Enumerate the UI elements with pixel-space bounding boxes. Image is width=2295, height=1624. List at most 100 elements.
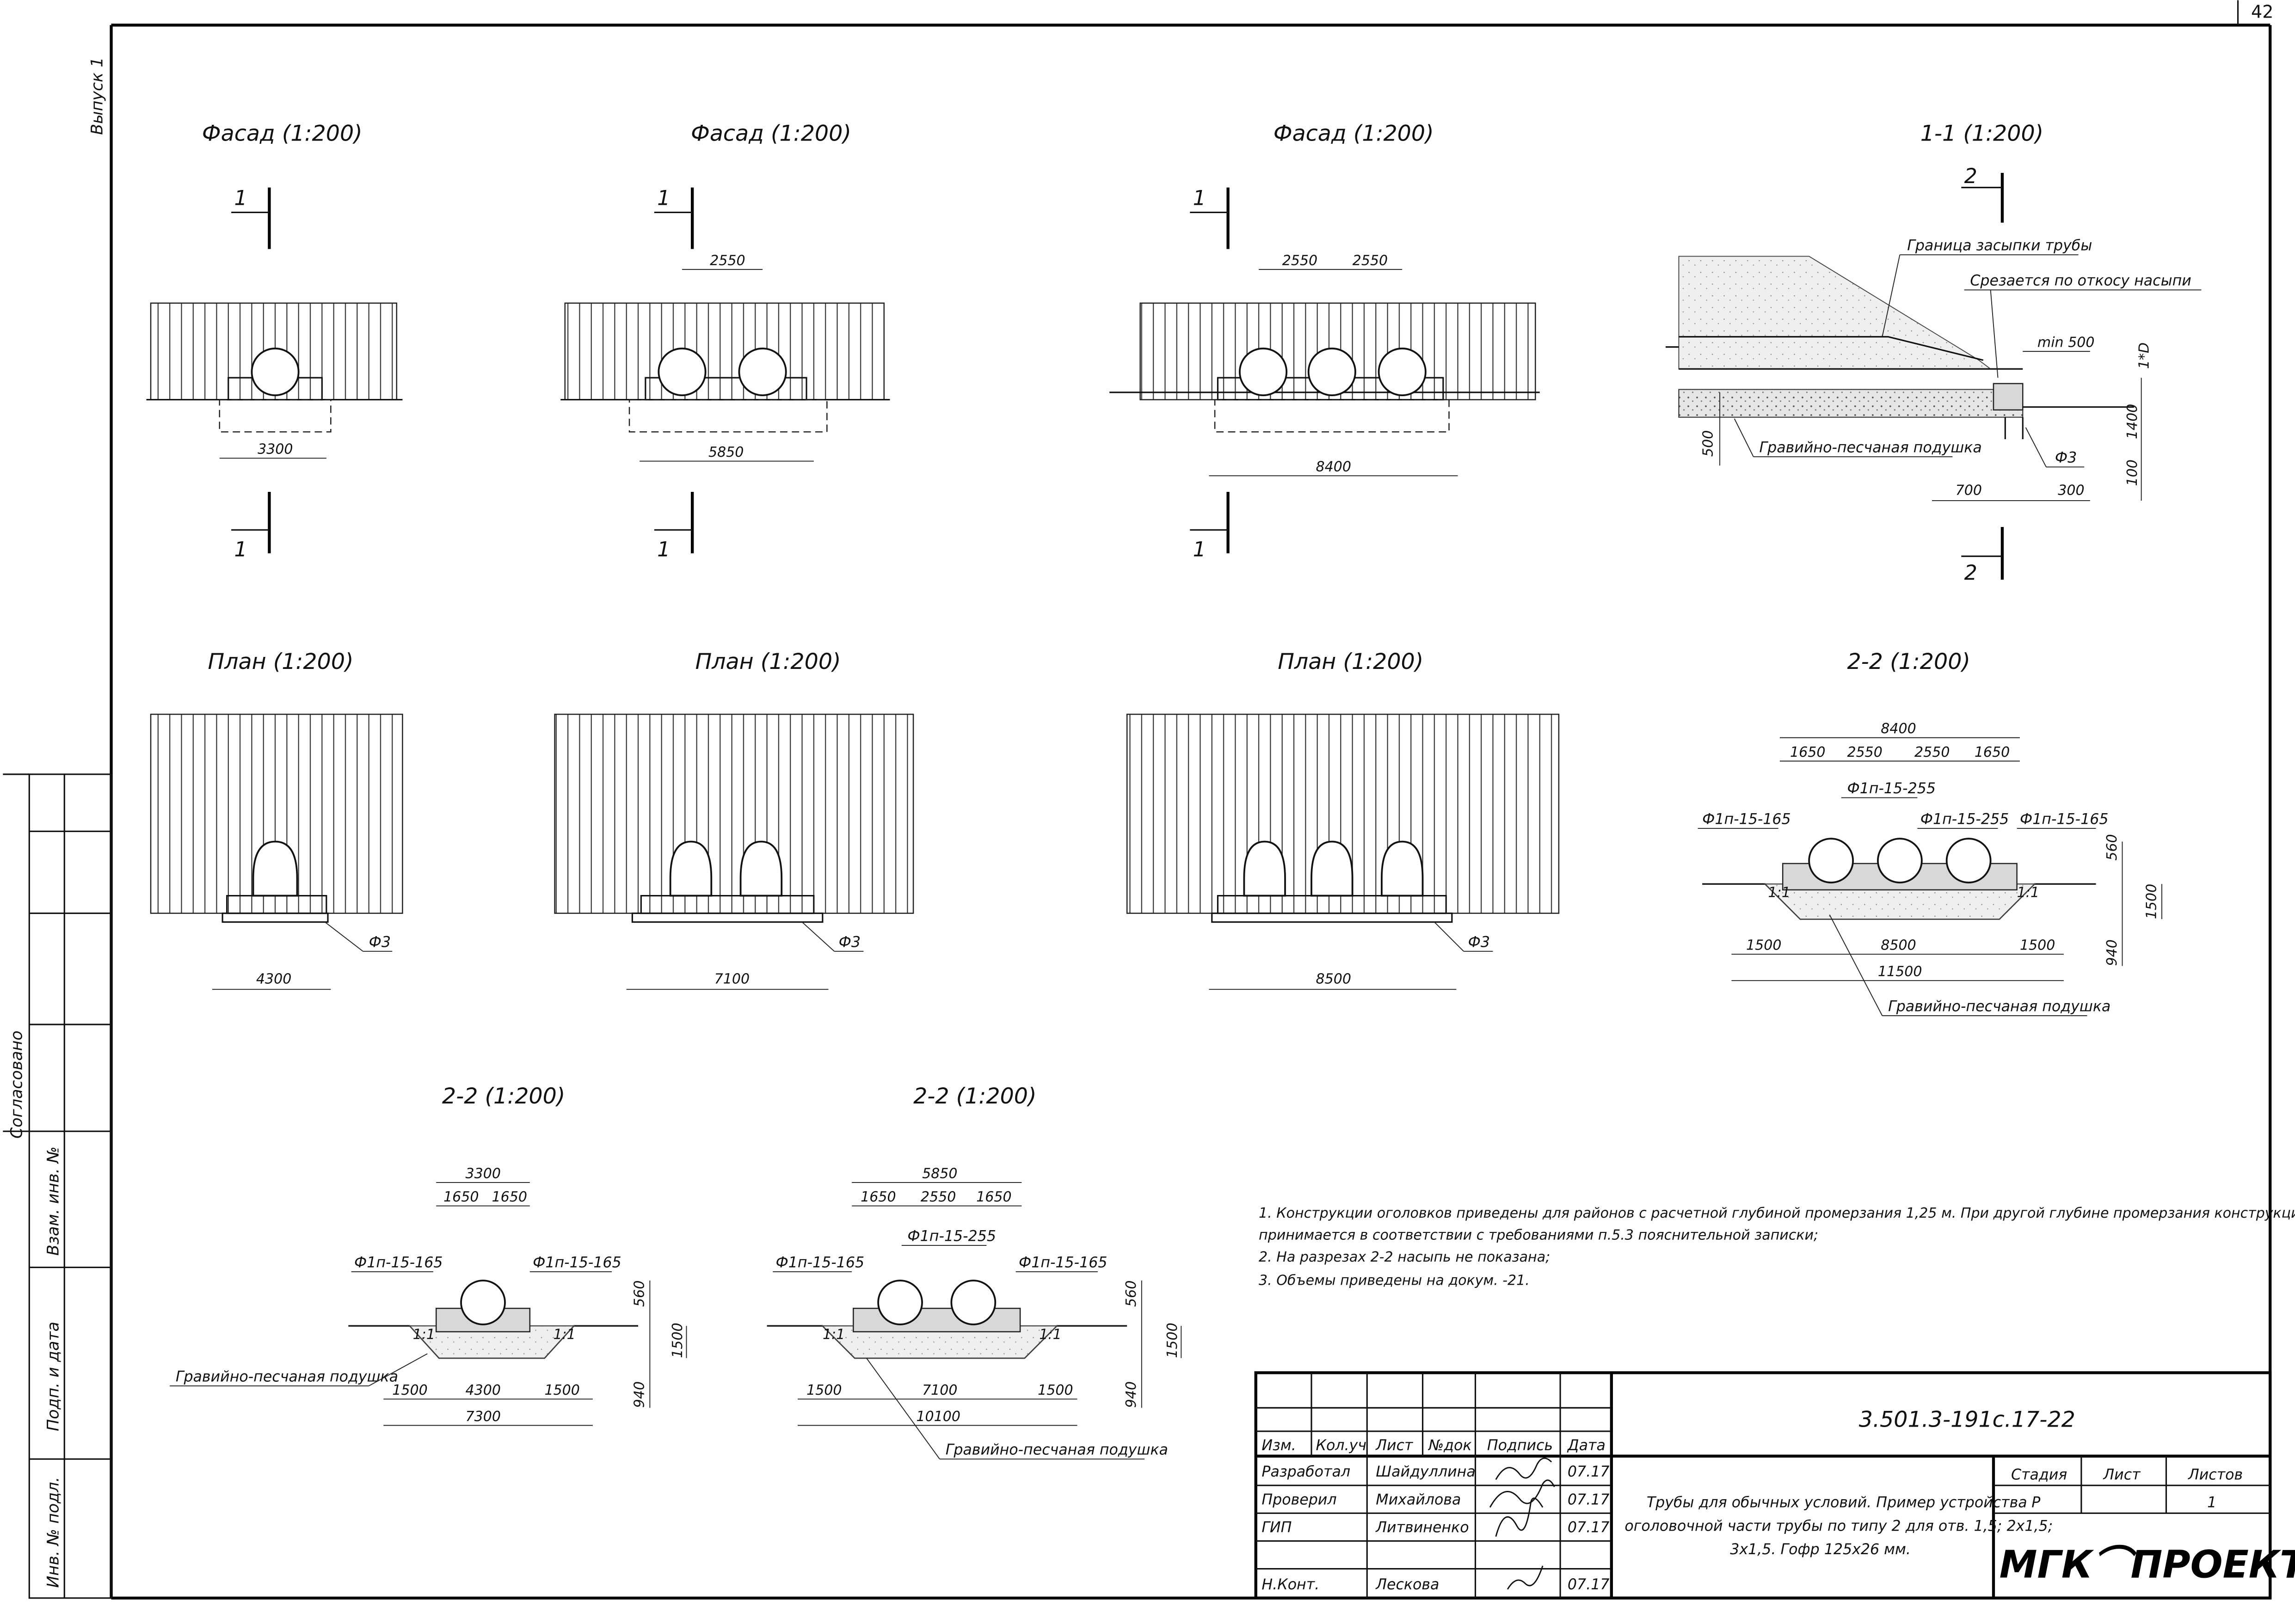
stamp-agreed: Согласовано bbox=[7, 1030, 26, 1139]
slope-label: 1:1 bbox=[2017, 885, 2039, 901]
dim-560: 560 bbox=[632, 1281, 648, 1307]
facade-2-cut-top: 1 bbox=[654, 187, 694, 249]
tb-h-ndok: №док bbox=[1427, 1437, 1471, 1454]
tb-date: 07.17 bbox=[1568, 1576, 1610, 1593]
dim-1500: 1500 bbox=[670, 1323, 686, 1358]
dim-300: 300 bbox=[2058, 482, 2084, 498]
doc-description-2: оголовочной части трубы по типу 2 для от… bbox=[1624, 1518, 2053, 1534]
dim-1500: 1500 bbox=[1164, 1323, 1181, 1358]
dim-2550: 2550 bbox=[710, 252, 745, 269]
cut-mark: 1 bbox=[1193, 538, 1206, 561]
dim-2550: 2550 bbox=[1282, 252, 1317, 269]
plan-1: План (1:200) 4300 Ф3 bbox=[150, 649, 403, 990]
cut-mark: 1 bbox=[234, 187, 247, 210]
head-165-label: Ф1п-15-165 bbox=[1019, 1255, 1108, 1271]
note-1: 1. Конструкции оголовков приведены для р… bbox=[1259, 1205, 2295, 1221]
dim-5850: 5850 bbox=[922, 1165, 957, 1182]
stamp-sign-date: Подп. и дата bbox=[44, 1322, 63, 1431]
dim-7100: 7100 bbox=[714, 971, 750, 987]
section-1-1-title: 1-1 (1:200) bbox=[1920, 121, 2043, 146]
dim-4300: 4300 bbox=[466, 1382, 501, 1398]
doc-description-3: 3х1,5. Гофр 125х26 мм. bbox=[1730, 1541, 1911, 1558]
pipe bbox=[1877, 838, 1923, 883]
facade-1-title: Фасад (1:200) bbox=[202, 121, 363, 146]
dim-7300: 7300 bbox=[466, 1409, 501, 1425]
slope-label: 1:1 bbox=[553, 1327, 575, 1343]
pipe bbox=[460, 1280, 506, 1325]
slope-label: 1:1 bbox=[823, 1327, 845, 1343]
doc-description-1: Трубы для обычных условий. Пример устрой… bbox=[1647, 1495, 2027, 1511]
head-165-label: Ф1п-15-165 bbox=[1702, 811, 1791, 827]
cushion-label: Гравийно-песчаная подушка bbox=[1888, 999, 2110, 1015]
dim-940: 940 bbox=[1123, 1381, 1139, 1408]
dim-940: 940 bbox=[632, 1381, 648, 1408]
cushion-label: Гравийно-песчаная подушка bbox=[176, 1368, 398, 1385]
dim-940: 940 bbox=[2104, 939, 2120, 966]
section-2-2-right-title: 2-2 (1:200) bbox=[1847, 649, 1970, 674]
tb-role: Н.Конт. bbox=[1261, 1576, 1319, 1593]
facade-2: Фасад (1:200) 1 2550 5850 1 bbox=[560, 121, 890, 561]
tb-date: 07.17 bbox=[1568, 1464, 1610, 1480]
section-2-2-middle-title: 2-2 (1:200) bbox=[913, 1084, 1036, 1109]
head-255-label: Ф1п-15-255 bbox=[1847, 780, 1936, 797]
doc-code: 3.501.3-191с.17-22 bbox=[1859, 1407, 2075, 1433]
slope-label: 1:1 bbox=[1039, 1327, 1061, 1343]
dim-1650: 1650 bbox=[1975, 744, 2010, 760]
dim-2550: 2550 bbox=[921, 1189, 956, 1205]
title-block: Изм. Кол.уч Лист №док Подпись Дата Разра… bbox=[1254, 1371, 2295, 1600]
tb-h-date: Дата bbox=[1567, 1437, 1606, 1454]
cut-mark: 2 bbox=[1964, 165, 1977, 188]
note-2: 2. На разрезах 2-2 насыпь не показана; bbox=[1259, 1249, 1550, 1265]
section-1-1-cut-bottom: 2 bbox=[1961, 527, 2004, 585]
head-165-label: Ф1п-15-165 bbox=[776, 1255, 865, 1271]
facade-3-title: Фасад (1:200) bbox=[1274, 121, 1434, 146]
dim-1650: 1650 bbox=[976, 1189, 1011, 1205]
cushion-label: Гравийно-песчаная подушка bbox=[1760, 440, 1982, 456]
stamp-replace-inv: Взам. инв. № bbox=[44, 1146, 63, 1256]
f3-label: Ф3 bbox=[369, 934, 391, 950]
pipe bbox=[1378, 347, 1427, 396]
dim-100: 100 bbox=[2124, 460, 2141, 486]
f3-label: Ф3 bbox=[1468, 934, 1490, 950]
dim-3300: 3300 bbox=[258, 441, 293, 458]
company-logo: МГК⌒ПРОЕКТ bbox=[2000, 1543, 2295, 1587]
facade-1: Фасад (1:200) 1 3300 1 bbox=[146, 121, 403, 561]
backfill-label: Граница засыпки трубы bbox=[1907, 238, 2092, 254]
section-2-2-right: 2-2 (1:200) 8400 1650 2550 2550 1650 Ф1п… bbox=[1698, 649, 2162, 1017]
section-1-1: 1-1 (1:200) 2 Граница засыпки трубы Срез… bbox=[1665, 121, 2202, 585]
plan-3: План (1:200) 8500 Ф3 bbox=[1126, 649, 1560, 990]
note-1-cont: принимается в соответствии с требованиям… bbox=[1259, 1227, 1818, 1243]
cut-mark: 1 bbox=[234, 538, 247, 561]
dim-1650: 1650 bbox=[443, 1189, 479, 1205]
pipe bbox=[1945, 838, 1992, 883]
stamp-inv-orig: Инв. № подл. bbox=[44, 1477, 63, 1588]
dim-1400: 1400 bbox=[2124, 404, 2141, 439]
dim-8500: 8500 bbox=[1881, 938, 1916, 954]
cut-mark: 1 bbox=[657, 538, 670, 561]
notes: 1. Конструкции оголовков приведены для р… bbox=[1259, 1205, 2295, 1289]
pipe bbox=[1307, 347, 1356, 396]
dim-1650: 1650 bbox=[1790, 744, 1825, 760]
cushion-label: Гравийно-песчаная подушка bbox=[946, 1442, 1168, 1459]
tb-role: Разработал bbox=[1261, 1464, 1350, 1480]
sheet-header: Лист bbox=[2103, 1466, 2141, 1483]
signatures bbox=[1489, 1458, 1555, 1590]
pipe bbox=[877, 1280, 923, 1325]
cut-slope-label: Срезается по откосу насыпи bbox=[1970, 273, 2191, 289]
plan-1-title: План (1:200) bbox=[208, 649, 353, 674]
head-255-label: Ф1п-15-255 bbox=[1920, 811, 2009, 827]
page-number: 42 bbox=[2251, 1, 2273, 22]
dim-3300: 3300 bbox=[466, 1165, 501, 1182]
tb-h-sign: Подпись bbox=[1487, 1437, 1553, 1454]
dim-8500: 8500 bbox=[1316, 971, 1351, 987]
dim-1500: 1500 bbox=[392, 1382, 427, 1398]
section-2-2-middle: 2-2 (1:200) 5850 1650 2550 1650 Ф1п-15-2… bbox=[767, 1084, 1182, 1460]
section-2-2-left-title: 2-2 (1:200) bbox=[442, 1084, 565, 1109]
dim-2550: 2550 bbox=[1914, 744, 1950, 760]
dim-560: 560 bbox=[2104, 834, 2120, 860]
dim-11500: 11500 bbox=[1878, 964, 1922, 980]
head-255-label: Ф1п-15-255 bbox=[907, 1228, 996, 1245]
f3-label: Ф3 bbox=[839, 934, 861, 950]
